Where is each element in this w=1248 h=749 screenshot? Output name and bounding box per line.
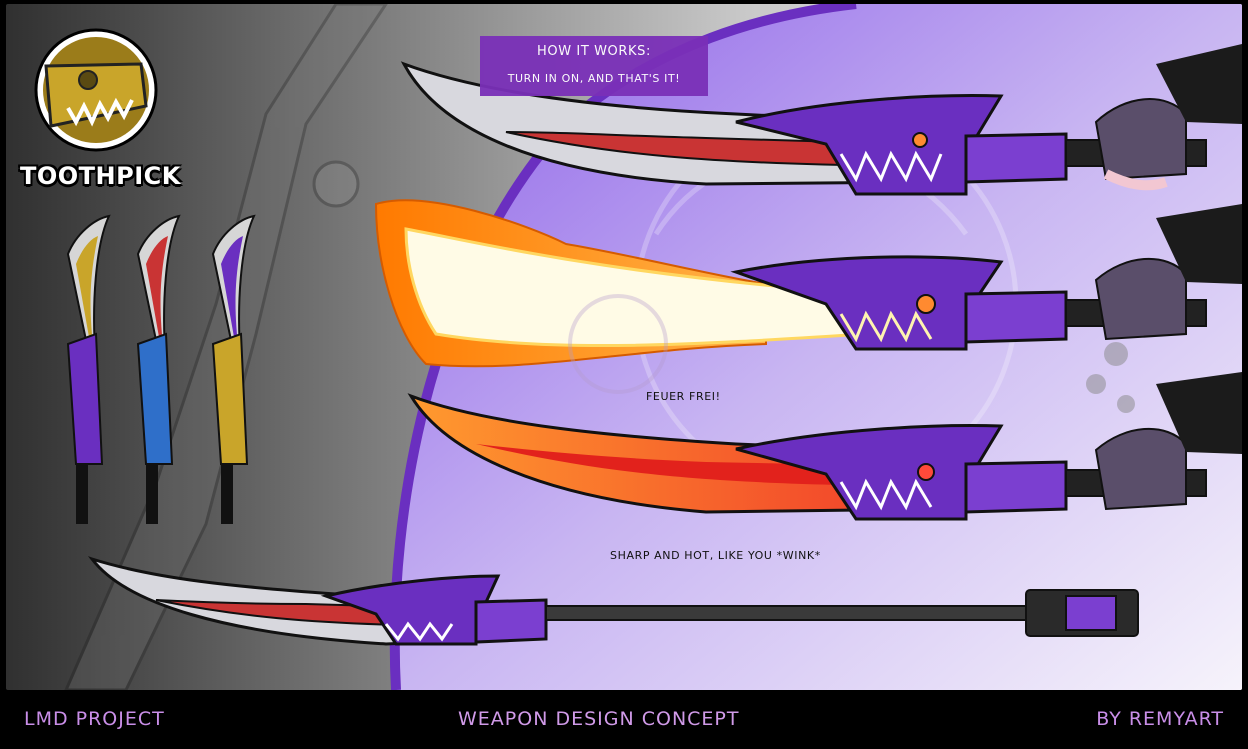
purple-arc (389, 4, 857, 690)
sword-hot (407, 372, 1242, 521)
variant-purple-gold (66, 214, 111, 524)
sword-staff (87, 556, 1139, 646)
sword-fire (374, 199, 1242, 413)
artwork-svg (6, 4, 1242, 690)
how-it-works-box: HOW IT WORKS: TURN IN ON, AND THAT'S IT! (480, 36, 708, 96)
footer-title: WEAPON DESIGN CONCEPT (458, 708, 740, 730)
footer-project: LMD PROJECT (24, 708, 165, 730)
how-it-works-text: TURN IN ON, AND THAT'S IT! (507, 72, 681, 85)
weapon-name: TOOTHPICK (20, 162, 181, 190)
how-it-works-heading: HOW IT WORKS: (537, 44, 651, 59)
variant-gold-purple (211, 214, 256, 524)
weapon-avatar (34, 28, 158, 152)
variant-blue-red (136, 214, 181, 524)
artwork-canvas: TOOTHPICK HOW IT WORKS: TURN IN ON, AND … (6, 4, 1242, 690)
watermark-logo (568, 294, 668, 394)
footer-author: BY REMYART (1096, 708, 1224, 730)
caption-fire: FEUER FREI! (646, 390, 721, 403)
caption-hot: SHARP AND HOT, LIKE YOU *WINK* (610, 549, 821, 562)
